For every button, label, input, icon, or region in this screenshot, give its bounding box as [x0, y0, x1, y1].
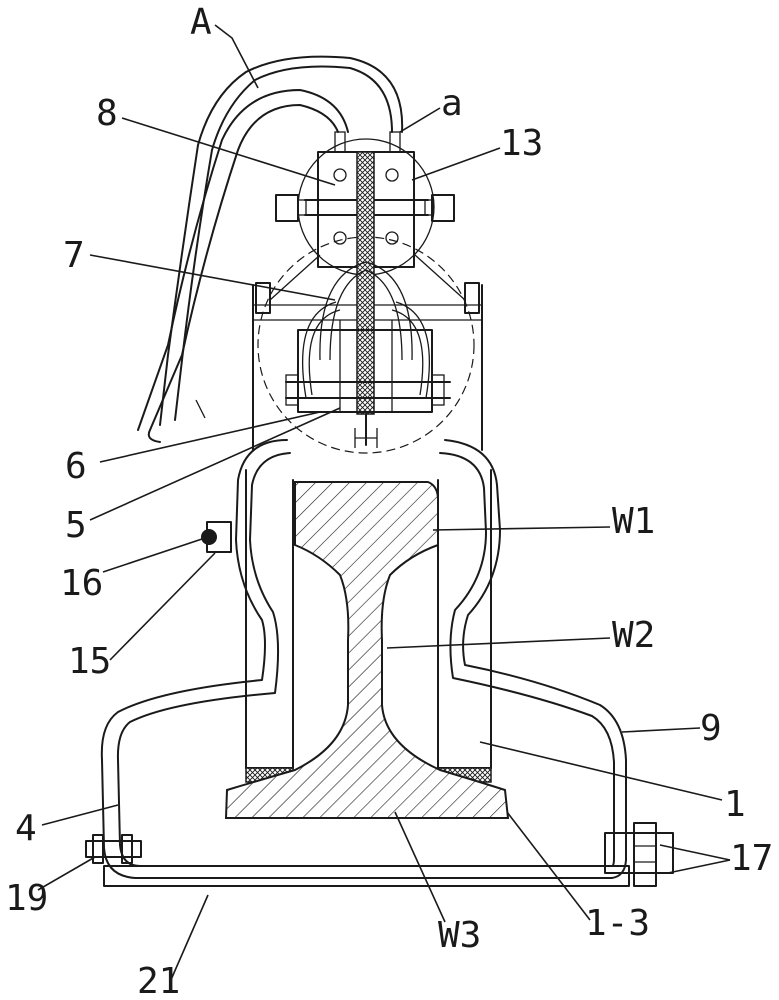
label-8: 8 [96, 93, 118, 134]
label-1: 1 [724, 784, 746, 825]
clamp-bolt-17 [604, 822, 674, 887]
label-6: 6 [65, 446, 87, 487]
screw-tip [354, 428, 378, 448]
lead-screw [356, 151, 375, 415]
label-19: 19 [5, 878, 48, 919]
label-21: 21 [137, 961, 180, 1000]
label-16: 16 [60, 563, 103, 604]
rail-cross-section [224, 481, 510, 819]
bolt-19 [85, 834, 142, 864]
cable-A [137, 55, 404, 443]
label-17: 17 [730, 838, 773, 879]
conductors-7 [302, 261, 430, 399]
lower-block [285, 320, 451, 413]
label-W3: W3 [438, 915, 481, 956]
marker-dot-16 [201, 529, 217, 545]
leader-lines [37, 24, 731, 983]
hose-9-outer [100, 439, 627, 879]
label-A: A [190, 2, 212, 43]
label-5: 5 [65, 505, 87, 546]
label-W2: W2 [612, 615, 655, 656]
label-7: 7 [63, 235, 85, 276]
side-brackets [255, 254, 480, 314]
label-13: 13 [500, 123, 543, 164]
label-a: a [441, 83, 463, 124]
label-4: 4 [15, 808, 37, 849]
label-15: 15 [68, 641, 111, 682]
label-9: 9 [700, 708, 722, 749]
label-1-3: 1-3 [585, 903, 650, 944]
base-plate-21 [103, 865, 630, 887]
label-W1: W1 [612, 501, 655, 542]
